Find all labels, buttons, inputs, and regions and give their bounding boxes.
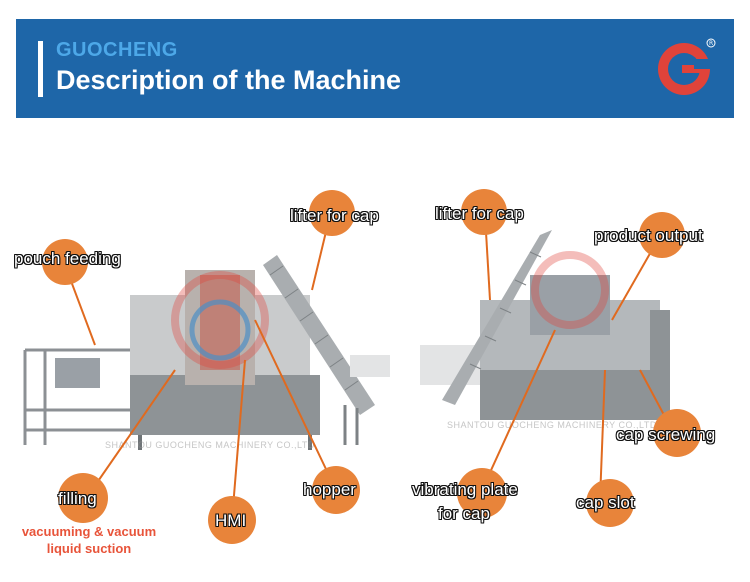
label-vibrating-plate-line2: for cap: [438, 504, 490, 523]
left-machine-photo: [23, 255, 390, 450]
marker-filling: [58, 473, 108, 523]
svg-text:R: R: [709, 40, 713, 47]
label-pouch-feeding: pouch feeding: [14, 249, 121, 268]
banner-accent-bar: [38, 41, 43, 97]
label-hmi: HMI: [215, 511, 247, 530]
right-machine-photo: [420, 230, 670, 420]
watermark-right: SHANTOU GUOCHENG MACHINERY CO.,LTD: [447, 420, 657, 430]
label-cap-screwing: cap screwing: [616, 425, 716, 444]
filling-note-line2: liquid suction: [46, 541, 132, 556]
label-lifter-for-cap-left: lifter for cap: [290, 206, 379, 225]
page-title: Description of the Machine: [56, 65, 402, 95]
label-cap-slot: cap slot: [576, 493, 635, 512]
filling-note-line1: vacuuming & vacuum: [21, 524, 157, 539]
header-banner: GUOCHENG Description of the Machine R: [16, 19, 734, 118]
brand-name: GUOCHENG: [56, 39, 178, 61]
company-logo: R: [658, 38, 716, 95]
label-filling: filling: [58, 489, 97, 508]
marker-lifter-for-cap-right: [461, 189, 507, 235]
marker-product-output: [639, 212, 685, 258]
marker-cap-screwing: [653, 409, 701, 457]
label-hopper: hopper: [303, 480, 356, 499]
marker-cap-slot: [586, 479, 634, 527]
filling-note: vacuuming & vacuum liquid suction: [14, 523, 164, 557]
label-vibrating-plate-line1: vibrating plate: [412, 480, 518, 499]
watermark-left: SHANTOU GUOCHENG MACHINERY CO.,LTD: [105, 440, 315, 450]
label-lifter-for-cap-right: lifter for cap: [435, 204, 524, 223]
marker-pouch-feeding: [42, 239, 88, 285]
label-product-output: product output: [594, 226, 703, 245]
marker-hopper: [312, 466, 360, 514]
callout-markers: [42, 189, 701, 544]
marker-hmi: [208, 496, 256, 544]
marker-vibrating-plate: [457, 468, 507, 518]
marker-lifter-for-cap-left: [309, 190, 355, 236]
